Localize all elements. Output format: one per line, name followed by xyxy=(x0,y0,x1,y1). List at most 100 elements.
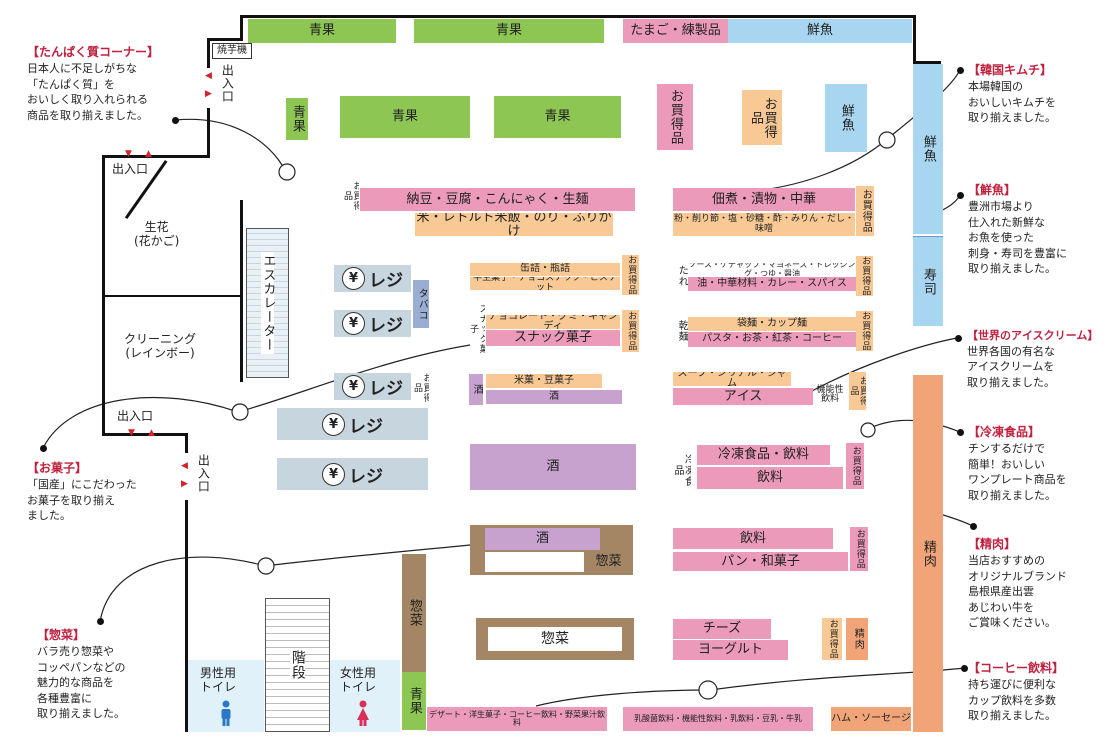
souzai-big: 惣菜 xyxy=(488,627,622,651)
label: デザート・洋生菓子・コーヒー飲料・野菜果汁飲料 xyxy=(429,709,605,727)
label: 女性用 トイレ xyxy=(340,666,377,695)
sengyo-mid: 鮮魚 xyxy=(825,84,867,152)
label: お買得品 xyxy=(854,529,865,569)
label: レジ xyxy=(369,316,403,336)
label: 酒 xyxy=(546,459,560,475)
connector-ice xyxy=(807,337,958,394)
label: パスタ・お茶・紅茶・コーヒー xyxy=(702,333,842,345)
label: 青果 xyxy=(495,23,522,39)
note-dot xyxy=(957,192,964,199)
note-kimchi: 【韓国キムチ】 本場韓国の おいしいキムチを 取り揃えました。 xyxy=(968,62,1056,126)
otoku-left-natto: お買得品 xyxy=(343,178,359,214)
arrow-icon: ▲ xyxy=(145,149,152,159)
pasta-block: パスタ・お茶・紅茶・コーヒー xyxy=(688,332,856,347)
escalator: エスカレーター xyxy=(246,228,289,378)
label: お買得品 xyxy=(748,96,777,139)
label: たまご・練製品 xyxy=(630,23,721,39)
man-icon xyxy=(221,700,231,726)
note-body: 日本人に不足しがちな 「たんぱく質」を おいしく取り入れられる 商品を取り揃えま… xyxy=(27,62,148,122)
note-reitou: 【冷凍食品】 チンするだけで 簡単！おいしい ワンプレート商品を 取り揃えました… xyxy=(968,424,1067,503)
yogurt-block: ヨーグルト xyxy=(673,640,788,660)
note-body: チンするだけで 簡単！おいしい ワンプレート商品を 取り揃えました。 xyxy=(968,442,1067,502)
label: 精肉 xyxy=(920,539,936,568)
label: 缶詰・瓶詰 xyxy=(520,263,570,275)
label: パン・和菓子 xyxy=(721,553,800,569)
tsukudani-block: 佃煮・漬物・中華 xyxy=(673,188,855,211)
seika-mid-1: 青果 xyxy=(340,96,470,138)
label: 生花 (花かご) xyxy=(134,220,180,249)
woman-icon xyxy=(357,700,369,726)
register-4: ¥レジ xyxy=(277,408,428,440)
seiniku-small: 精肉 xyxy=(846,618,868,660)
label: 酒 xyxy=(471,384,483,395)
label: スープ・シリアル・ジャム xyxy=(677,372,787,386)
sengyo-top-block: 鮮魚 xyxy=(728,19,912,43)
label: エスカレーター xyxy=(260,252,276,354)
connector-coffee-2 xyxy=(535,689,711,707)
note-dot xyxy=(172,117,179,124)
connector-kimchi-ring xyxy=(878,131,896,149)
label: 半生菓子・チョコスナック・ビスケット xyxy=(473,277,617,290)
label: 寿司 xyxy=(920,267,936,296)
label: 飲料 xyxy=(739,530,766,546)
note-dot xyxy=(40,445,47,452)
tamago-block: たまご・練製品 xyxy=(623,19,728,43)
kinou-label: 機能性飲料 xyxy=(814,383,846,407)
label: レジ xyxy=(349,416,383,437)
label: お買得品 xyxy=(413,373,429,403)
register-2: ¥レジ xyxy=(334,310,411,337)
register-1: ¥レジ xyxy=(334,265,411,292)
label: アイス xyxy=(723,388,763,404)
arrow-icon: ▼ xyxy=(125,149,132,159)
note-body: 世界各国の有名な アイスクリームを 取り揃えました。 xyxy=(967,344,1055,389)
note-title: 【世界のアイスクリーム】 xyxy=(967,329,1099,342)
wall-left-top xyxy=(240,15,243,39)
connector-reitou-ring xyxy=(860,422,876,438)
label: 出入口 xyxy=(220,64,235,103)
label: 飲料 xyxy=(756,470,783,486)
label: スナック菓子 xyxy=(513,330,592,346)
connector-okashi-ring xyxy=(231,403,249,421)
label: 冷凍食品 xyxy=(673,453,691,487)
note-protein: 【たんぱく質コーナー】 日本人に不足しがちな 「たんぱく質」を おいしく取り入れ… xyxy=(27,44,159,123)
men-toilet xyxy=(188,660,264,732)
abura-block: 油・中華材料・カレー・スパイス xyxy=(688,277,856,291)
label: お買得品 xyxy=(626,255,637,295)
yen-icon: ¥ xyxy=(322,412,345,436)
label: スナック菓子 xyxy=(469,304,485,354)
seika-mid-2: 青果 xyxy=(494,96,621,138)
note-seiniku: 【精肉】 当店おすすめの オリジナルブランド 島根県産出雲 あじわい牛を ご賞味… xyxy=(968,536,1067,631)
otoku-pasta: お買得品 xyxy=(856,311,873,351)
seika-vertical: 青果 xyxy=(286,98,308,140)
connector-protein-ring xyxy=(278,163,296,181)
label: 階段 xyxy=(289,648,306,682)
note-souzai: 【惣菜】 バラ売り惣菜や コッペパンなどの 魅力的な商品を 各種豊富に 取り揃え… xyxy=(37,627,126,722)
connector-protein xyxy=(175,118,287,173)
label: お買得品 xyxy=(343,181,359,211)
note-title: 【惣菜】 xyxy=(37,628,86,642)
otoku-right-tsuku: お買得品 xyxy=(856,186,874,236)
soup-block: スープ・シリアル・ジャム xyxy=(673,372,791,386)
label: 機能性飲料 xyxy=(816,384,844,404)
wall-entrance-top xyxy=(207,38,243,41)
label: お買得品 xyxy=(860,189,872,233)
kanmen-label: 乾麺 xyxy=(674,316,688,346)
label: 油・中華材料・カレー・スパイス xyxy=(697,277,847,289)
otoku-kanzume: お買得品 xyxy=(622,255,639,295)
connector-coffee-ring xyxy=(698,680,718,700)
stairs: 階段 xyxy=(265,598,330,732)
label: 乳酸菌飲料・機能性飲料・乳飲料・豆乳・牛乳 xyxy=(634,713,802,723)
wall-right-step xyxy=(913,61,941,64)
label: 酒 xyxy=(549,390,559,402)
label: お買得品 xyxy=(849,376,866,406)
pan-block: パン・和菓子 xyxy=(673,552,848,571)
label: レジ xyxy=(369,379,403,399)
wall-esc-left xyxy=(240,200,243,382)
entrance-2: 出入口 xyxy=(112,162,148,176)
wall-lower-left xyxy=(102,433,187,436)
nyusan-block: 乳酸菌飲料・機能性飲料・乳飲料・豆乳・牛乳 xyxy=(623,707,813,731)
label: 米菓・豆菓子 xyxy=(514,374,574,386)
kanzume-block: 缶詰・瓶詰 xyxy=(470,263,620,276)
label: レジ xyxy=(349,466,383,487)
wall-left-upper xyxy=(207,38,210,68)
